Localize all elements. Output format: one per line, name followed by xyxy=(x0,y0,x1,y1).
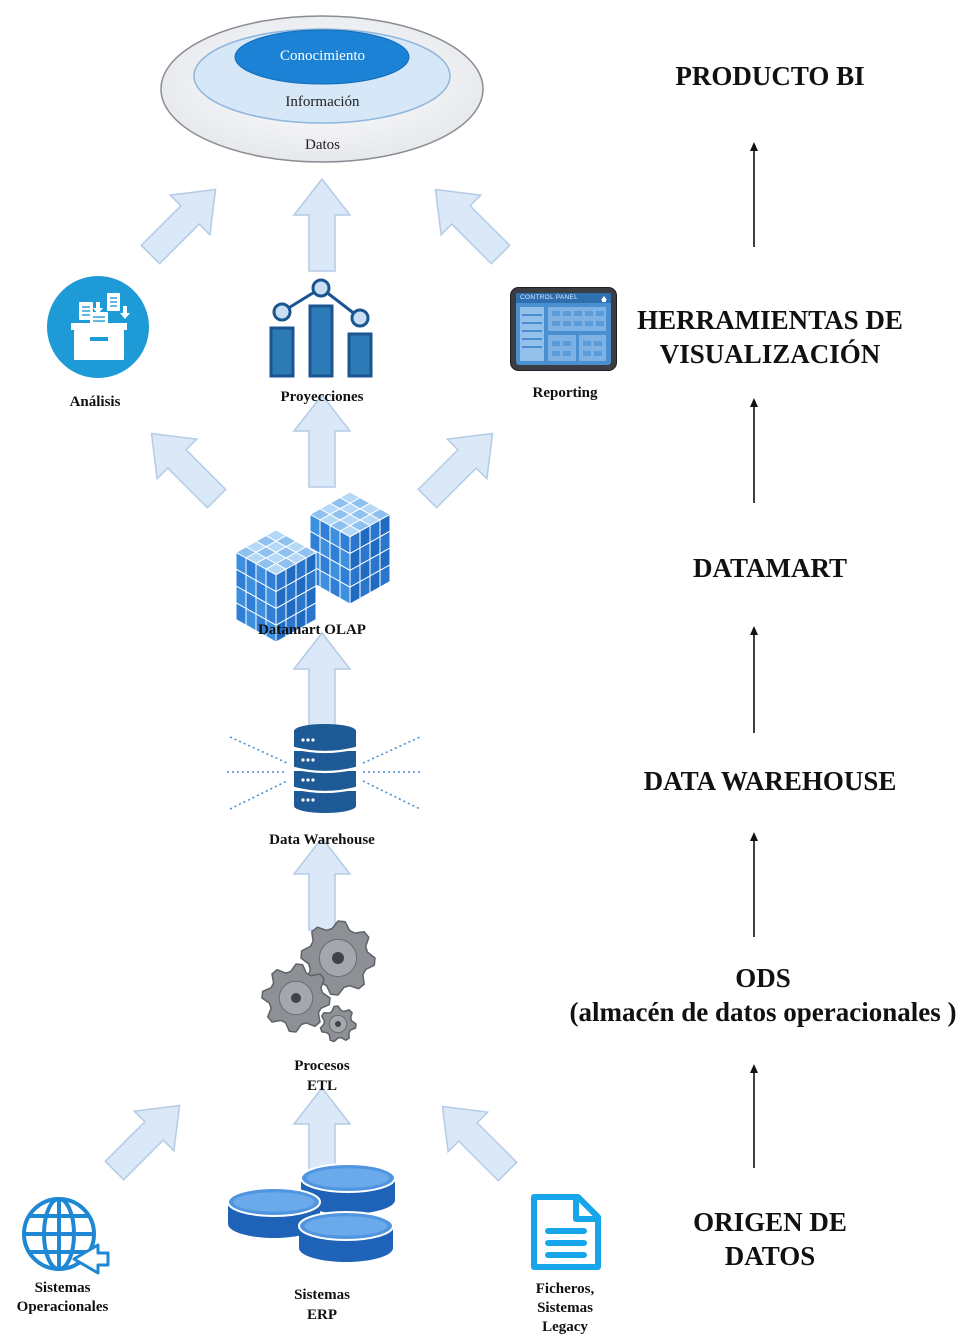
stage-origen-line1: ORIGEN DE xyxy=(693,1207,847,1237)
arrow-etl-to-warehouse xyxy=(293,837,351,931)
reporting-icon: CONTROL PANEL xyxy=(510,287,617,371)
arrow-operacionales-to-etl xyxy=(93,1084,201,1192)
erp-discs-icon xyxy=(227,1163,396,1262)
arrowhead-to-warehouse xyxy=(750,832,758,841)
proyecciones-icon xyxy=(269,278,373,378)
stage-herramientas-line1: HERRAMIENTAS DE xyxy=(637,305,903,335)
gear-small xyxy=(319,1005,357,1043)
analisis-icon xyxy=(47,276,149,378)
data-warehouse-icon xyxy=(227,724,423,813)
arrow-datamart-to-analisis xyxy=(130,412,238,520)
arrow-datamart-to-reporting xyxy=(406,412,514,520)
informacion-label: Información xyxy=(285,94,360,110)
globe-icon xyxy=(22,1197,110,1275)
ficheros-label-line2: Sistemas xyxy=(537,1300,593,1316)
erp-disc-back xyxy=(300,1163,396,1214)
arrow-analisis-to-datos xyxy=(129,168,237,276)
stage-origen-line2: DATOS xyxy=(724,1241,816,1271)
operacionales-label-line2: Operacionales xyxy=(16,1299,109,1315)
stage-herramientas-line2: VISUALIZACIÓN xyxy=(659,339,881,369)
arrowhead-to-herramientas xyxy=(750,398,758,407)
arrowhead-to-datamart xyxy=(750,626,758,635)
operacionales-label-line1: Sistemas xyxy=(34,1280,91,1296)
erp-disc-left xyxy=(227,1187,321,1238)
datamart-cubes-icon xyxy=(234,491,392,643)
stage-arrows xyxy=(750,142,758,1168)
arrowhead-to-ods xyxy=(750,1064,758,1073)
proyecciones-label: Proyecciones xyxy=(280,389,364,405)
arrowhead-to-producto xyxy=(750,142,758,151)
reporting-label: Reporting xyxy=(532,385,598,401)
etl-label-line1: Procesos xyxy=(294,1058,350,1074)
erp-label-line2: ERP xyxy=(307,1307,337,1323)
conocimiento-ring xyxy=(234,29,410,85)
document-icon xyxy=(531,1194,601,1270)
stage-ods-line2: (almacén de datos operacionales ) xyxy=(569,997,957,1027)
arrow-ficheros-to-etl xyxy=(421,1085,529,1193)
arrow-warehouse-to-datamart xyxy=(293,632,351,726)
erp-disc-front xyxy=(298,1211,394,1262)
knowledge-pyramid: Conocimiento Información Datos xyxy=(160,14,485,164)
stage-datamart: DATAMART xyxy=(692,553,848,583)
pyramid-ellipses xyxy=(160,15,484,163)
ficheros-label-line3: Legacy xyxy=(542,1319,588,1335)
ficheros-label-line1: Ficheros, xyxy=(535,1281,595,1297)
stage-ods-line1: ODS xyxy=(735,963,791,993)
gear-medium xyxy=(261,963,331,1033)
arrow-datamart-to-proyecciones xyxy=(293,394,351,488)
erp-label-line1: Sistemas xyxy=(294,1287,350,1303)
etl-label-line2: ETL xyxy=(306,1078,337,1094)
warehouse-label: Data Warehouse xyxy=(269,832,375,848)
control-panel-title: CONTROL PANEL xyxy=(520,294,579,301)
datos-label: Datos xyxy=(305,137,340,153)
arrow-proyecciones-to-datos xyxy=(293,178,351,272)
arrow-reporting-to-datos xyxy=(414,168,522,276)
stage-data-warehouse: DATA WAREHOUSE xyxy=(643,766,897,796)
olap-cube-front xyxy=(234,529,318,643)
etl-gears-icon xyxy=(261,920,376,1043)
datamart-label: Datamart OLAP xyxy=(258,622,366,638)
olap-cube-back xyxy=(308,491,392,605)
conocimiento-label: Conocimiento xyxy=(280,48,365,64)
stage-producto-bi: PRODUCTO BI xyxy=(675,61,865,91)
tablet-icon xyxy=(510,287,617,371)
analisis-label: Análisis xyxy=(69,394,121,410)
